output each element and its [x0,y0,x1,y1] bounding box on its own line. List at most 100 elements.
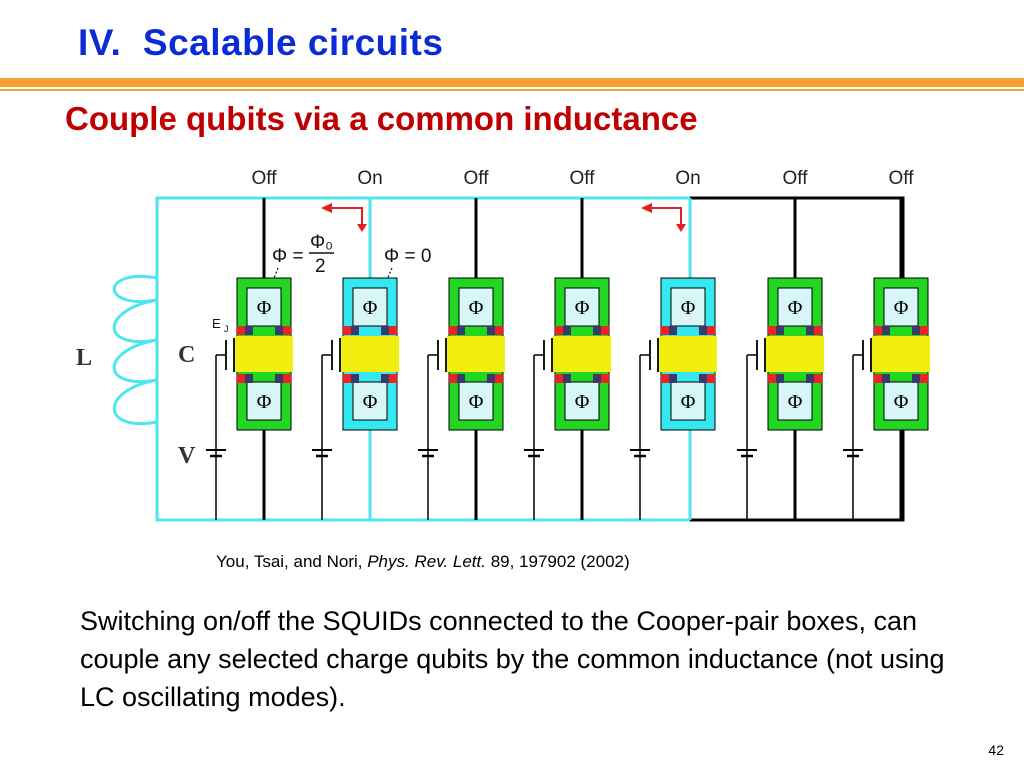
svg-text:Φ =: Φ = [272,246,304,267]
josephson-junction [776,374,784,383]
switch-state-label: Off [464,168,490,189]
josephson-junction [563,374,571,383]
cooper-pair-island [553,336,611,372]
slide-title: IV. Scalable circuits [78,22,444,63]
josephson-junction [920,374,928,383]
josephson-junction [776,326,784,335]
josephson-junction [343,374,351,383]
flux-symbol: Φ [575,391,590,413]
flux-symbol: Φ [681,297,696,319]
josephson-junction [245,326,253,335]
cooper-pair-island [235,336,293,372]
josephson-junction [351,374,359,383]
josephson-junction [449,326,457,335]
josephson-junction [707,326,715,335]
josephson-junction [912,374,920,383]
josephson-junction [661,374,669,383]
squid-loop [352,287,388,327]
josephson-junction [601,326,609,335]
flux-symbol: Φ [363,391,378,413]
squid-loop [246,381,282,421]
josephson-junction [487,374,495,383]
cooper-pair-island [447,336,505,372]
flux-symbol: Φ [257,297,272,319]
josephson-junction [912,326,920,335]
josephson-junction [495,326,503,335]
cooper-pair-island [659,336,717,372]
josephson-junction [699,374,707,383]
flux-symbol: Φ [469,297,484,319]
flux-symbol: Φ [363,297,378,319]
flux-symbol: Φ [575,297,590,319]
squid-loop [670,287,706,327]
switch-on-arrow [641,203,686,232]
josephson-junction [882,326,890,335]
svg-text:2: 2 [315,256,326,277]
squid-loop [564,381,600,421]
josephson-junction [874,374,882,383]
body-text: Switching on/off the SQUIDs connected to… [80,606,945,712]
josephson-junction [669,374,677,383]
josephson-junction [814,374,822,383]
josephson-junction [699,326,707,335]
josephson-junction [275,326,283,335]
cooper-pair-island [872,336,930,372]
flux-symbol: Φ [257,391,272,413]
josephson-junction [601,374,609,383]
josephson-junction [920,326,928,335]
squid-loop [883,287,919,327]
flux-symbol: Φ [681,391,696,413]
squid-loop [458,287,494,327]
josephson-junction [487,326,495,335]
switch-state-label: On [675,168,700,189]
josephson-junction [814,326,822,335]
josephson-junction [457,326,465,335]
josephson-junction [555,326,563,335]
slide-subtitle: Couple qubits via a common inductance [65,100,698,137]
josephson-junction [449,374,457,383]
josephson-junction [768,374,776,383]
switch-state-label: Off [783,168,809,189]
josephson-junction [389,326,397,335]
citation-authors: You, Tsai, and Nori, [216,552,363,571]
josephson-junction [768,326,776,335]
citation-details: 89, 197902 (2002) [490,552,630,571]
josephson-junction [275,374,283,383]
josephson-junction [593,374,601,383]
qubit-columns [206,198,903,520]
josephson-junction [381,374,389,383]
citation: You, Tsai, and Nori, Phys. Rev. Lett. 89… [216,552,630,572]
josephson-junction [237,326,245,335]
ej-label: E [212,316,221,331]
title-divider-thick [0,78,1024,87]
switch-on-arrow [321,203,367,232]
josephson-junction [555,374,563,383]
capacitor-label: C [178,342,195,368]
page-number: 42 [988,742,1004,758]
josephson-junction [495,374,503,383]
title-divider [0,78,1024,92]
josephson-junction [351,326,359,335]
josephson-junction [389,374,397,383]
cooper-pair-island [766,336,824,372]
josephson-junction [593,326,601,335]
josephson-junction [707,374,715,383]
josephson-junction [661,326,669,335]
squid-loop [352,381,388,421]
inductor-label: L [76,345,92,371]
josephson-junction [563,326,571,335]
phi-half-annotation: Φ = Φ₀ 2 [262,232,334,302]
phi-zero-label: Φ = 0 [384,246,431,267]
squid-loop [883,381,919,421]
switch-state-label: On [357,168,382,189]
josephson-junction [245,374,253,383]
josephson-junction [806,326,814,335]
flux-symbol: Φ [469,391,484,413]
josephson-junction [283,374,291,383]
squid-loop [777,287,813,327]
squid-loop [246,287,282,327]
josephson-junction [457,374,465,383]
josephson-junction [381,326,389,335]
